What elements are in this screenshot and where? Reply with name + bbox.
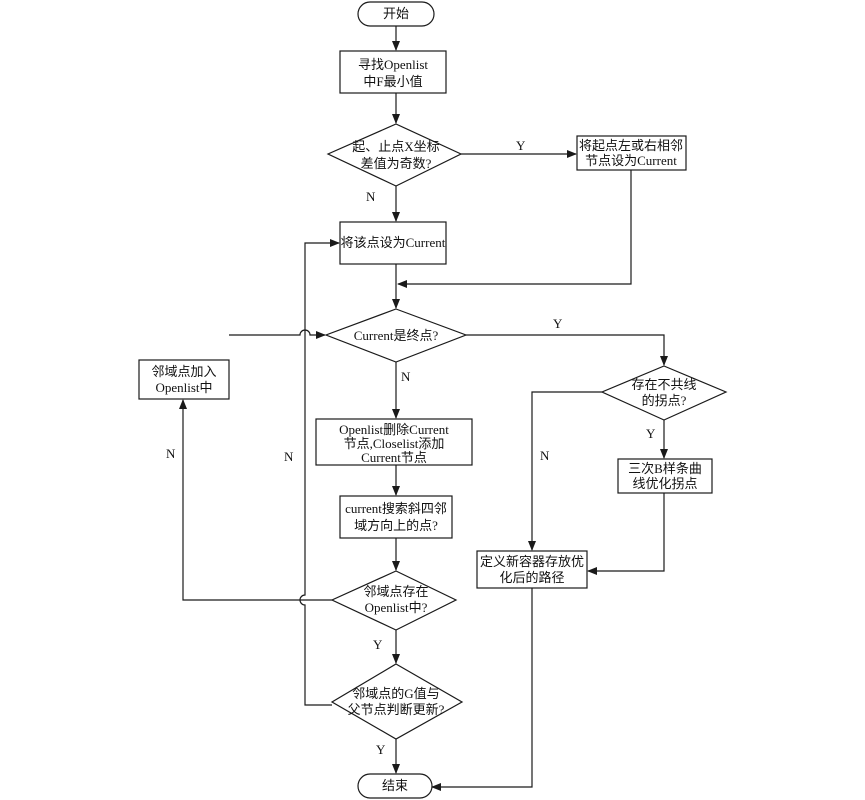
move-lists-node: Openlist删除Current 节点,Closelist添加 Current… (315, 418, 473, 466)
search-neighbors-line-1: current搜索斜四邻 (345, 501, 447, 516)
edge-end-yes (466, 334, 668, 366)
set-current-label: 将该点设为Current (341, 235, 446, 250)
new-container-line-1: 定义新容器存放优 (480, 554, 584, 569)
bspline-node: 三次B样条曲 线优化拐点 (617, 458, 713, 494)
g-update-line-1: 邻域点的G值与 (352, 686, 439, 701)
move-lists-line-2: 节点,Closelist添加 (344, 436, 445, 451)
add-openlist-line-1: 邻域点加入 (151, 364, 216, 379)
edge-add-end (229, 329, 326, 339)
in-openlist-line-2: Openlist中? (365, 600, 428, 615)
search-neighbors-node: current搜索斜四邻 域方向上的点? (339, 495, 453, 539)
find-min-node: 寻找Openlist 中F最小值 (339, 50, 447, 94)
find-min-line-2: 中F最小值 (363, 74, 422, 89)
g-update-decision: 邻域点的G值与 父节点判断更新? (330, 663, 464, 740)
collinear-line-2: 的拐点? (642, 393, 687, 408)
set-neighbor-current-node: 将起点左或右相邻 节点设为Current (576, 135, 687, 171)
start-label: 开始 (383, 6, 409, 21)
move-lists-line-1: Openlist删除Current (339, 422, 449, 437)
odd-check-line-1: 起、止点X坐标 (352, 139, 439, 154)
search-neighbors-line-2: 域方向上的点? (354, 518, 438, 533)
label-g-no: N (284, 449, 294, 464)
label-col-no: N (540, 448, 550, 463)
start-node: 开始 (357, 1, 435, 27)
edge-col-no (528, 391, 602, 551)
edge-inopen-no (179, 399, 332, 601)
odd-check-decision: 起、止点X坐标 差值为奇数? (326, 123, 463, 187)
bspline-line-1: 三次B样条曲 (628, 461, 702, 476)
connectors (179, 26, 668, 791)
set-current-node: 将该点设为Current (339, 221, 447, 265)
find-min-line-1: 寻找Openlist (358, 57, 428, 72)
add-openlist-line-2: Openlist中 (155, 380, 212, 395)
new-container-line-2: 化后的路径 (499, 570, 564, 585)
finish-node: 结束 (357, 773, 433, 799)
edge-container-finish (431, 588, 533, 791)
label-col-yes: Y (646, 426, 656, 441)
bspline-line-2: 线优化拐点 (632, 476, 697, 491)
edge-g-no (299, 239, 340, 706)
set-neighbor-line-1: 将起点左或右相邻 (579, 138, 683, 153)
label-end-no: N (401, 369, 411, 384)
finish-label: 结束 (382, 778, 408, 793)
label-inopen-yes: Y (373, 637, 383, 652)
branch-labels: Y N Y N N N Y Y N Y (166, 138, 656, 757)
new-container-node: 定义新容器存放优 化后的路径 (476, 550, 588, 589)
label-g-yes: Y (376, 742, 386, 757)
collinear-decision: 存在不共线 的拐点? (600, 365, 728, 421)
in-openlist-decision: 邻域点存在 Openlist中? (330, 570, 458, 631)
g-update-line-2: 父节点判断更新? (348, 702, 445, 717)
add-openlist-node: 邻域点加入 Openlist中 (138, 359, 230, 400)
label-odd-no: N (366, 189, 376, 204)
in-openlist-line-1: 邻域点存在 (363, 584, 428, 599)
label-inopen-no: N (166, 446, 176, 461)
odd-check-line-2: 差值为奇数? (361, 156, 432, 171)
label-odd-yes: Y (516, 138, 526, 153)
move-lists-line-3: Current节点 (361, 450, 427, 465)
is-end-decision: Current是终点? (324, 308, 468, 363)
is-end-label: Current是终点? (354, 328, 439, 343)
set-neighbor-line-2: 节点设为Current (585, 153, 677, 168)
collinear-line-1: 存在不共线 (631, 377, 696, 392)
label-end-yes: Y (553, 316, 563, 331)
edge-neighbor-merge (397, 170, 632, 288)
edge-bspline-container (587, 493, 665, 575)
